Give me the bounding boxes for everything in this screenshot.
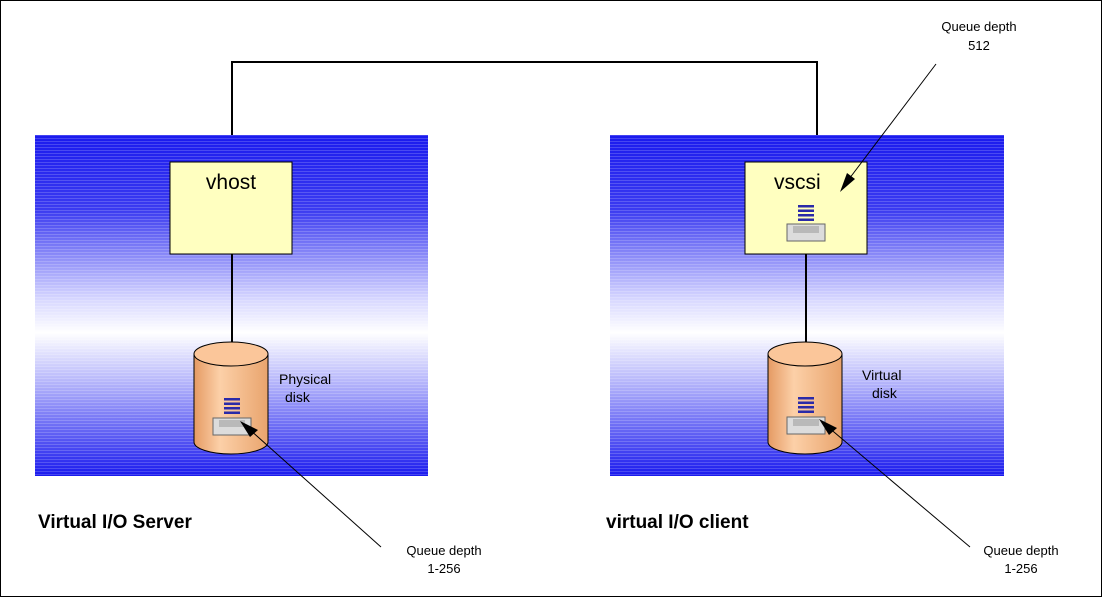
client-queue-depth-value: 1-256 — [1004, 561, 1037, 576]
server-queue-depth-value: 1-256 — [427, 561, 460, 576]
adapter-queue-callout-line — [845, 63, 937, 184]
server-caption: Virtual I/O Server — [38, 512, 192, 533]
virtual-disk-queue-icon — [786, 397, 826, 435]
client-queue-callout-arrowhead — [819, 419, 837, 435]
adapter-queue-callout-arrowhead — [840, 173, 855, 192]
adapter-queue-depth-label: Queue depth — [941, 19, 1016, 34]
adapter-connection-line — [231, 61, 818, 162]
adapter-queue-depth-value: 512 — [968, 38, 990, 53]
server-queue-callout-line — [248, 428, 382, 548]
server-queue-depth-label: Queue depth — [406, 543, 481, 558]
vhost-adapter-label: vhost — [206, 171, 256, 194]
client-queue-callout-line — [827, 426, 971, 548]
virtual-disk-label-line1: Virtual — [862, 367, 901, 383]
server-queue-callout-arrowhead — [240, 421, 258, 437]
vhost-adapter-box[interactable] — [169, 161, 293, 255]
physical-disk-label-line2: disk — [285, 389, 311, 405]
client-queue-depth-label: Queue depth — [983, 543, 1058, 558]
vscsi-queue-icon — [786, 205, 826, 242]
vhost-adapter[interactable]: vhost — [169, 161, 293, 255]
virtual-disk-label-line2: disk — [872, 385, 898, 401]
physical-disk-label-line1: Physical — [279, 371, 331, 387]
vscsi-adapter-label: vscsi — [774, 171, 821, 194]
client-caption: virtual I/O client — [606, 512, 749, 533]
